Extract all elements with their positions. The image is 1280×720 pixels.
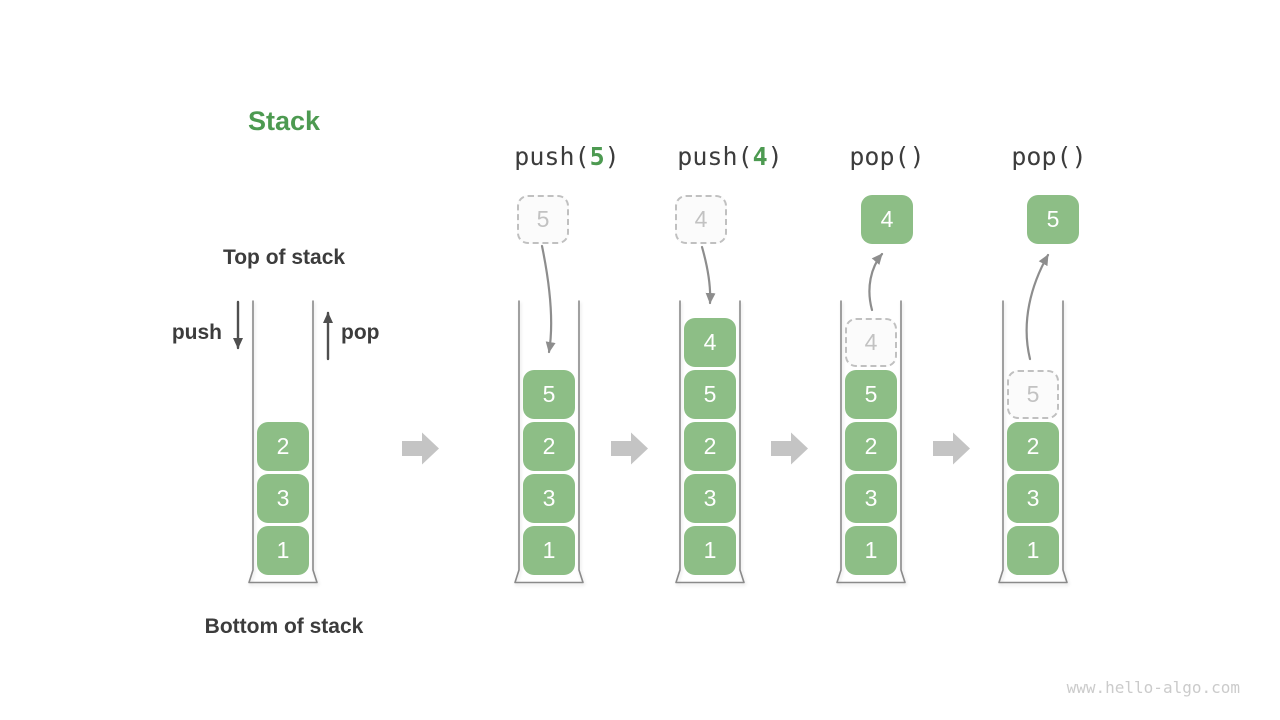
- stack-box: 3: [523, 474, 575, 523]
- incoming-box: 5: [517, 195, 569, 244]
- stack-container: [675, 300, 745, 584]
- stack-box: 1: [845, 526, 897, 575]
- stack-box: 2: [257, 422, 309, 471]
- bottom-of-stack-label: Bottom of stack: [204, 615, 364, 638]
- stack-box: 3: [845, 474, 897, 523]
- stack-box: 3: [1007, 474, 1059, 523]
- removed-box: 4: [845, 318, 897, 367]
- stack-box: 5: [523, 370, 575, 419]
- next-step-arrow-icon: [611, 432, 648, 465]
- op-call-text: pop(): [849, 142, 925, 171]
- op-call-text: push(: [514, 142, 590, 171]
- op-arg-text: 4: [752, 142, 768, 171]
- push-motion-arrow: [700, 245, 716, 305]
- op-call-text: push(: [677, 142, 753, 171]
- operation-label-push4: push(4): [677, 143, 782, 171]
- operation-label-pop2: pop(): [1011, 143, 1086, 171]
- popped-box: 4: [861, 195, 913, 244]
- operation-label-pop1: pop(): [849, 143, 924, 171]
- stack-box: 2: [1007, 422, 1059, 471]
- pop-motion-arrow: [868, 252, 884, 312]
- op-arg-text: 5: [589, 142, 605, 171]
- top-of-stack-label: Top of stack: [222, 246, 346, 269]
- diagram-title: Stack: [247, 106, 321, 136]
- watermark: www.hello-algo.com: [1066, 678, 1240, 697]
- stack-box: 1: [684, 526, 736, 575]
- op-call-text: pop(): [1011, 142, 1087, 171]
- stack-container: [998, 300, 1068, 584]
- next-step-arrow-icon: [771, 432, 808, 465]
- stack-box: 1: [257, 526, 309, 575]
- next-step-arrow-icon: [402, 432, 439, 465]
- op-call-text: ): [767, 142, 783, 171]
- next-step-arrow-icon: [933, 432, 970, 465]
- push-label: push: [171, 321, 222, 344]
- op-call-text: ): [604, 142, 620, 171]
- stack-box: 5: [845, 370, 897, 419]
- operation-label-push5: push(5): [514, 143, 619, 171]
- stack-box: 1: [1007, 526, 1059, 575]
- stack-container: [514, 300, 584, 584]
- stack-box: 4: [684, 318, 736, 367]
- stack-box: 2: [523, 422, 575, 471]
- stack-container: [248, 300, 318, 584]
- push-motion-arrow: [540, 244, 556, 354]
- stack-box: 3: [257, 474, 309, 523]
- pop-label: pop: [341, 321, 380, 344]
- stack-box: 5: [684, 370, 736, 419]
- removed-box: 5: [1007, 370, 1059, 419]
- stack-box: 2: [845, 422, 897, 471]
- stack-container: [836, 300, 906, 584]
- stack-box: 1: [523, 526, 575, 575]
- stack-box: 3: [684, 474, 736, 523]
- stack-box: 2: [684, 422, 736, 471]
- popped-box: 5: [1027, 195, 1079, 244]
- incoming-box: 4: [675, 195, 727, 244]
- pop-motion-arrow: [1025, 253, 1050, 361]
